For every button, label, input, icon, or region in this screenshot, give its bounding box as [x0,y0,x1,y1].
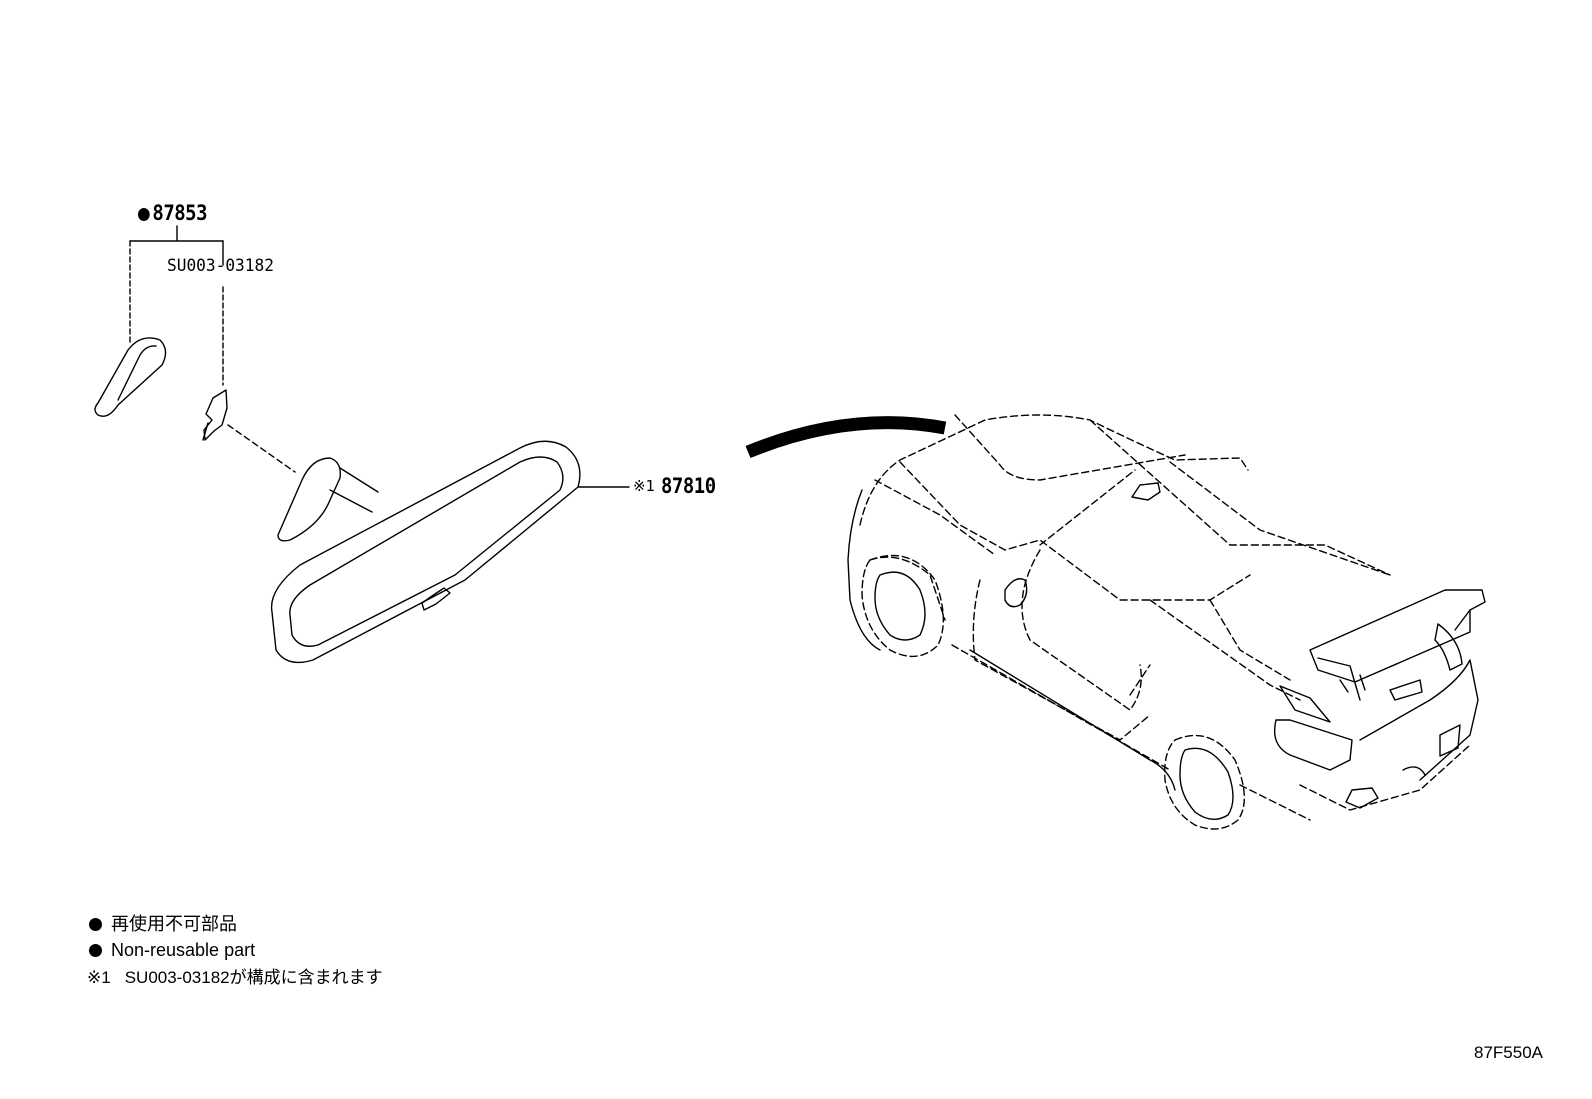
legend-note-mark: ※1 [87,968,111,987]
clip-sub-part-number: SU003-03182 [167,256,274,276]
legend-en-text: Non-reusable part [111,940,256,960]
clip-part-number: 87853 [152,201,208,225]
bullet-dot-icon [89,944,102,957]
assembly-dashed-line [227,424,296,473]
legend-non-reusable-jp: 再使用不可部品 [89,915,237,933]
legend-note: ※1 SU003-03182が構成に含まれます [87,969,383,986]
diagram-code: 87F550A [1474,1043,1543,1062]
adhesive-clip-part [202,389,228,441]
legend-jp-text: 再使用不可部品 [111,914,237,934]
clip-part-number-label: 87853 [138,203,207,224]
legend-non-reusable-en: Non-reusable part [89,941,255,959]
car-outline [847,414,1486,830]
mirror-ref-mark: ※1 [633,477,656,495]
bullet-dot-icon [89,918,102,931]
legend-note-text: SU003-03182が構成に含まれます [124,968,383,987]
rear-view-mirror [270,440,630,664]
clip-cover-part [94,337,167,417]
clip-leader-lines [129,225,224,386]
mirror-part-number-label: ※1 87810 [633,476,722,497]
non-reusable-dot-icon [138,208,150,221]
mirror-part-number: 87810 [661,474,716,498]
location-indicator-arrow [745,416,947,459]
